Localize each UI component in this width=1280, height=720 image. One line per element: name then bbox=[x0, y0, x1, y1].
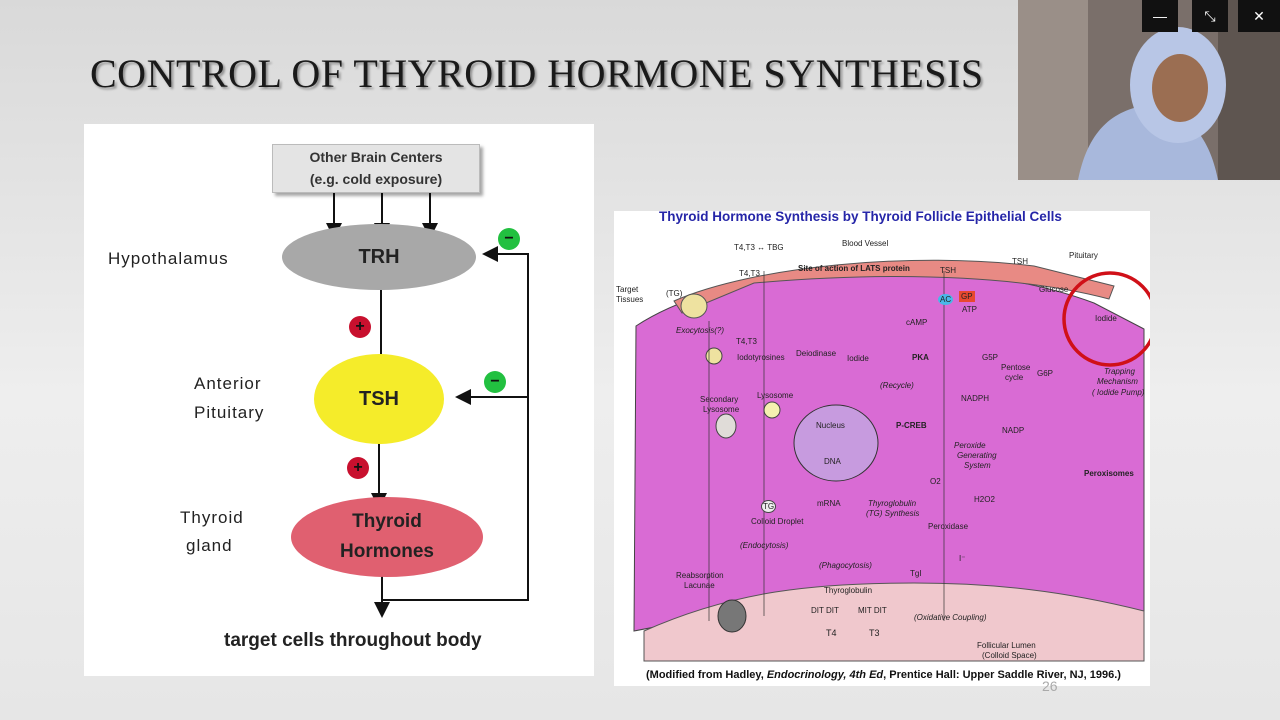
label-h2o2: H2O2 bbox=[974, 495, 995, 504]
label-tsh: TSH bbox=[940, 266, 956, 275]
label-lats: Site of action of LATS protein bbox=[798, 264, 910, 273]
label-mrna: mRNA bbox=[817, 499, 841, 508]
label-tg-circle: TG bbox=[761, 500, 777, 513]
label-secondary-1: Secondary bbox=[700, 395, 739, 404]
label-mit-dit: MIT DIT bbox=[858, 606, 887, 615]
label-glucose: Glucose bbox=[1039, 285, 1069, 294]
label-t4t3: T4,T3 bbox=[739, 269, 760, 278]
label-t3: T3 bbox=[869, 628, 880, 638]
label-dit-dit: DIT DIT bbox=[811, 606, 839, 615]
inhibit-sign-1: − bbox=[498, 228, 520, 250]
label-t4: T4 bbox=[826, 628, 837, 638]
thyroid-label: Thyroid bbox=[180, 508, 244, 527]
label-tg: (TG) bbox=[666, 289, 683, 298]
label-lumen-2: (Colloid Space) bbox=[982, 651, 1037, 660]
tsh-node: TSH bbox=[314, 354, 444, 444]
label-exocytosis: Exocytosis(?) bbox=[676, 326, 725, 335]
label-peroxide-2: Generating bbox=[957, 451, 997, 460]
label-oxidative: (Oxidative Coupling) bbox=[914, 613, 987, 622]
label-nadph: NADPH bbox=[961, 394, 990, 403]
label-peroxide-1: Peroxide bbox=[954, 441, 986, 450]
label-t4t3-b: T4,T3 bbox=[736, 337, 757, 346]
label-tsh-pit: TSH bbox=[1012, 257, 1028, 266]
slide-title: CONTROL OF THYROID HORMONE SYNTHESIS bbox=[90, 51, 984, 96]
page-number: 26 bbox=[1042, 678, 1058, 694]
label-pentose-1: Pentose bbox=[1001, 363, 1031, 372]
tsh-label: TSH bbox=[359, 387, 399, 410]
label-pituitary: Pituitary bbox=[1069, 251, 1098, 260]
label-trapping-3: ( Iodide Pump) bbox=[1092, 388, 1145, 397]
thyroid-hormones-node: Thyroid Hormones bbox=[291, 497, 483, 577]
caption-pre: (Modified from Hadley, bbox=[646, 669, 767, 681]
target-cells-label: target cells throughout body bbox=[224, 630, 482, 651]
label-lumen-1: Follicular Lumen bbox=[977, 641, 1036, 650]
stimulate-sign-1: + bbox=[349, 316, 371, 338]
diagram-caption: (Modified from Hadley, Endocrinology, 4t… bbox=[646, 669, 1121, 681]
label-reabsorption-1: Reabsorption bbox=[676, 571, 724, 580]
caption-italic: Endocrinology, 4th Ed bbox=[766, 669, 884, 681]
trh-node: TRH bbox=[282, 224, 476, 290]
label-iodide-right: Iodide bbox=[1095, 314, 1117, 323]
gland-label: gland bbox=[186, 536, 233, 555]
label-trapping-1: Trapping bbox=[1104, 367, 1135, 376]
stimulate-sign-2: + bbox=[347, 457, 369, 479]
label-peroxide-3: System bbox=[964, 461, 991, 470]
anterior-label: Anterior bbox=[194, 374, 262, 393]
label-lysosome: Lysosome bbox=[757, 391, 794, 400]
brain-box-line-2: (e.g. cold exposure) bbox=[309, 171, 443, 187]
label-atp: ATP bbox=[962, 305, 977, 314]
label-recycle: (Recycle) bbox=[880, 381, 914, 390]
label-g5p: G5P bbox=[982, 353, 999, 362]
label-nucleus: Nucleus bbox=[816, 421, 845, 430]
label-deiodinase: Deiodinase bbox=[796, 349, 837, 358]
diagram-title: Thyroid Hormone Synthesis by Thyroid Fol… bbox=[659, 209, 1062, 224]
label-o2: O2 bbox=[930, 477, 941, 486]
other-brain-centers-box: Other Brain Centers (e.g. cold exposure) bbox=[272, 144, 480, 193]
label-colloid-droplet: Colloid Droplet bbox=[751, 517, 804, 526]
label-blood-vessel: Blood Vessel bbox=[842, 239, 889, 248]
follicle-cell-illustration bbox=[633, 259, 1150, 662]
label-peroxisomes: Peroxisomes bbox=[1084, 469, 1134, 478]
hormone-control-flowchart: Other Brain Centers (e.g. cold exposure)… bbox=[84, 124, 594, 676]
thyroid-synthesis-diagram: Thyroid Hormone Synthesis by Thyroid Fol… bbox=[614, 209, 1150, 686]
restore-button[interactable]: ⤡ bbox=[1192, 0, 1228, 32]
label-phagocytosis: (Phagocytosis) bbox=[819, 561, 872, 570]
label-endocytosis: (Endocytosis) bbox=[740, 541, 789, 550]
label-t4t3-tbg: T4,T3 ↔ TBG bbox=[734, 243, 784, 252]
label-tg-synth-1: Thyroglobulin bbox=[868, 499, 917, 508]
label-pka: PKA bbox=[912, 353, 929, 362]
label-ac: AC bbox=[938, 294, 954, 305]
label-iodotyrosines: Iodotyrosines bbox=[737, 353, 785, 362]
label-target-1: Target bbox=[616, 285, 639, 294]
label-pentose-2: cycle bbox=[1005, 373, 1024, 382]
label-i-minus: I⁻ bbox=[959, 554, 966, 563]
label-secondary-2: Lysosome bbox=[703, 405, 740, 414]
label-pcreb: P-CREB bbox=[896, 421, 927, 430]
brain-box-line-1: Other Brain Centers bbox=[309, 149, 443, 165]
label-dna: DNA bbox=[824, 457, 841, 466]
label-camp: cAMP bbox=[906, 318, 928, 327]
trh-label: TRH bbox=[358, 245, 400, 268]
label-target-2: Tissues bbox=[616, 295, 644, 304]
pituitary-label: Pituitary bbox=[194, 403, 265, 422]
label-peroxidase: Peroxidase bbox=[928, 522, 969, 531]
webcam-video[interactable]: — ⤡ ✕ bbox=[1018, 0, 1280, 180]
label-tgi: TgI bbox=[910, 569, 922, 578]
hormones-line-2: Hormones bbox=[340, 541, 434, 562]
inhibit-sign-2: − bbox=[484, 371, 506, 393]
hormones-line-1: Thyroid bbox=[352, 511, 422, 532]
label-g6p: G6P bbox=[1037, 369, 1054, 378]
close-button[interactable]: ✕ bbox=[1238, 0, 1280, 32]
label-iodide-mid: Iodide bbox=[847, 354, 869, 363]
label-reabsorption-2: Lacunae bbox=[684, 581, 715, 590]
label-trapping-2: Mechanism bbox=[1097, 377, 1138, 386]
label-gp: GP bbox=[959, 291, 975, 302]
minimize-button[interactable]: — bbox=[1142, 0, 1178, 32]
caption-post: , Prentice Hall: Upper Saddle River, NJ,… bbox=[883, 669, 1121, 681]
label-nadp: NADP bbox=[1002, 426, 1025, 435]
label-thyroglobulin: Thyroglobulin bbox=[824, 586, 873, 595]
hypothalamus-label: Hypothalamus bbox=[108, 249, 229, 268]
label-tg-synth-2: (TG) Synthesis bbox=[866, 509, 920, 518]
